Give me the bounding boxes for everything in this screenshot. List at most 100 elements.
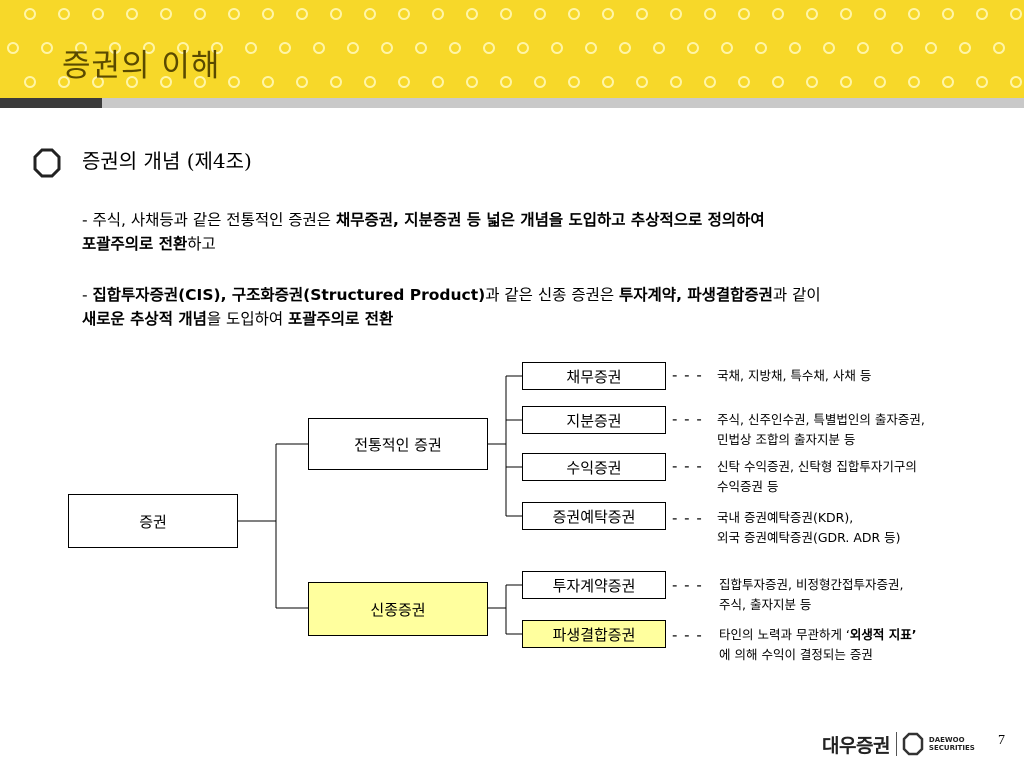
desc-line: 집합투자증권, 비정형간접투자증권, <box>719 577 904 592</box>
header-ring-dot <box>789 42 801 54</box>
dash-connector: - - - <box>672 410 703 428</box>
logo-english: DAEWOO SECURITIES <box>929 736 975 752</box>
header-ring-dot <box>483 42 495 54</box>
header-ring-dot <box>636 76 648 88</box>
header-ring-dot <box>177 42 189 54</box>
header-ring-dot <box>806 76 818 88</box>
header-ring-dot <box>228 76 240 88</box>
header-ring-dot <box>262 76 274 88</box>
header-ring-dot <box>296 76 308 88</box>
header-ring-dot <box>228 8 240 20</box>
desc-equity: 주식, 신주인수권, 특별법인의 출자증권, 민법상 조합의 출자지분 등 <box>717 410 925 450</box>
header-ring-dot <box>534 76 546 88</box>
header-ring-dot <box>500 76 512 88</box>
header-ring-dot <box>92 76 104 88</box>
p2-mid: 과 같은 신종 증권은 <box>485 286 620 304</box>
header-ring-dot <box>908 8 920 20</box>
header-bar <box>102 98 1024 108</box>
header-ring-dot <box>670 76 682 88</box>
header-ring-dot <box>1010 76 1022 88</box>
header-ring-dot <box>245 42 257 54</box>
desc-depositary: 국내 증권예탁증권(KDR), 외국 증권예탁증권(GDR. ADR 등) <box>717 508 901 548</box>
header-dot-pattern <box>7 8 1022 88</box>
category-box-new: 신종증권 <box>308 582 488 636</box>
header-ring-dot <box>364 76 376 88</box>
header-ring-dot <box>1010 8 1022 20</box>
logo-korean: 대우증권 <box>822 734 890 757</box>
desc-line: 주식, 신주인수권, 특별법인의 출자증권, <box>717 412 925 427</box>
header-ring-dot <box>942 8 954 20</box>
header-ring-dot <box>449 42 461 54</box>
header-ring-dot <box>296 8 308 20</box>
desc-debt: 국채, 지방채, 특수채, 사채 등 <box>717 366 871 386</box>
header-ring-dot <box>432 8 444 20</box>
desc-beneficiary: 신탁 수익증권, 신탁형 집합투자기구의 수익증권 등 <box>717 457 917 497</box>
dash-connector: - - - <box>672 366 703 384</box>
page-number: 7 <box>998 733 1005 748</box>
header-ring-dot <box>92 8 104 20</box>
header-ring-dot <box>823 42 835 54</box>
header-ring-dot <box>41 42 53 54</box>
header-ring-dot <box>602 8 614 20</box>
header-ring-dot <box>687 42 699 54</box>
p2-mid3: 을 도입하여 <box>206 310 289 328</box>
p2-bold2: 투자계약, 파생결합증권 <box>619 286 773 304</box>
header-ring-dot <box>891 42 903 54</box>
header-ring-dot <box>364 8 376 20</box>
logo-english-line2: SECURITIES <box>928 744 975 752</box>
header-ring-dot <box>160 8 172 20</box>
header-ring-dot <box>381 42 393 54</box>
header-ring-dot <box>874 76 886 88</box>
header-ring-dot <box>840 8 852 20</box>
p1-bold: 채무증권, 지분증권 등 넓은 개념을 도입하고 추상적으로 정의하여 <box>335 211 765 229</box>
header-ring-dot <box>925 42 937 54</box>
header-band: 증권의 이해 <box>0 0 1024 100</box>
header-ring-dot <box>568 8 580 20</box>
header-ring-dot <box>619 42 631 54</box>
header-ring-dot <box>126 76 138 88</box>
header-ring-dot <box>908 76 920 88</box>
p2-mid2: 과 같이 <box>772 286 821 304</box>
desc-line: 에 의해 수익이 결정되는 증권 <box>719 647 873 662</box>
desc-line: 신탁 수익증권, 신탁형 집합투자기구의 <box>717 459 917 474</box>
octagon-logo-icon <box>902 732 924 756</box>
header-ring-dot <box>398 76 410 88</box>
header-ring-dot <box>840 76 852 88</box>
desc-bold: 외생적 지표’ <box>849 627 917 642</box>
header-ring-dot <box>24 8 36 20</box>
header-ring-dot <box>806 8 818 20</box>
header-ring-dot <box>653 42 665 54</box>
p2-bold4: 포괄주의로 전환 <box>288 310 394 328</box>
header-ring-dot <box>738 76 750 88</box>
root-box-securities: 증권 <box>68 494 238 548</box>
header-ring-dot <box>874 8 886 20</box>
company-logo: 대우증권 DAEWOO SECURITIES <box>822 728 975 760</box>
paragraph-new: - 집합투자증권(CIS), 구조화증권(Structured Product)… <box>82 283 1012 331</box>
dash-connector: - - - <box>672 457 703 475</box>
header-ring-dot <box>7 42 19 54</box>
header-ring-dot <box>500 8 512 20</box>
header-ring-dot <box>432 76 444 88</box>
item-box-beneficiary: 수익증권 <box>522 453 666 481</box>
header-ring-dot <box>857 42 869 54</box>
logo-english-line1: DAEWOO <box>928 736 965 744</box>
header-ring-dot <box>194 76 206 88</box>
header-ring-dot <box>670 8 682 20</box>
dash-connector: - - - <box>672 626 703 644</box>
page-title: 증권의 이해 <box>62 48 221 84</box>
desc-line: 민법상 조합의 출자지분 등 <box>717 432 856 447</box>
item-box-equity: 지분증권 <box>522 406 666 434</box>
header-ring-dot <box>143 42 155 54</box>
dash-connector: - - - <box>672 509 703 527</box>
header-ring-dot <box>704 8 716 20</box>
item-box-investment-contract: 투자계약증권 <box>522 571 666 599</box>
header-ring-dot <box>398 8 410 20</box>
section-title: 증권의 개념 (제4조) <box>82 149 252 173</box>
p1-bold2: 포괄주의로 전환 <box>82 235 188 253</box>
header-ring-dot <box>160 76 172 88</box>
header-ring-dot <box>466 76 478 88</box>
header-ring-dot <box>568 76 580 88</box>
desc-line: 주식, 출자지분 등 <box>719 597 812 612</box>
header-ring-dot <box>976 76 988 88</box>
